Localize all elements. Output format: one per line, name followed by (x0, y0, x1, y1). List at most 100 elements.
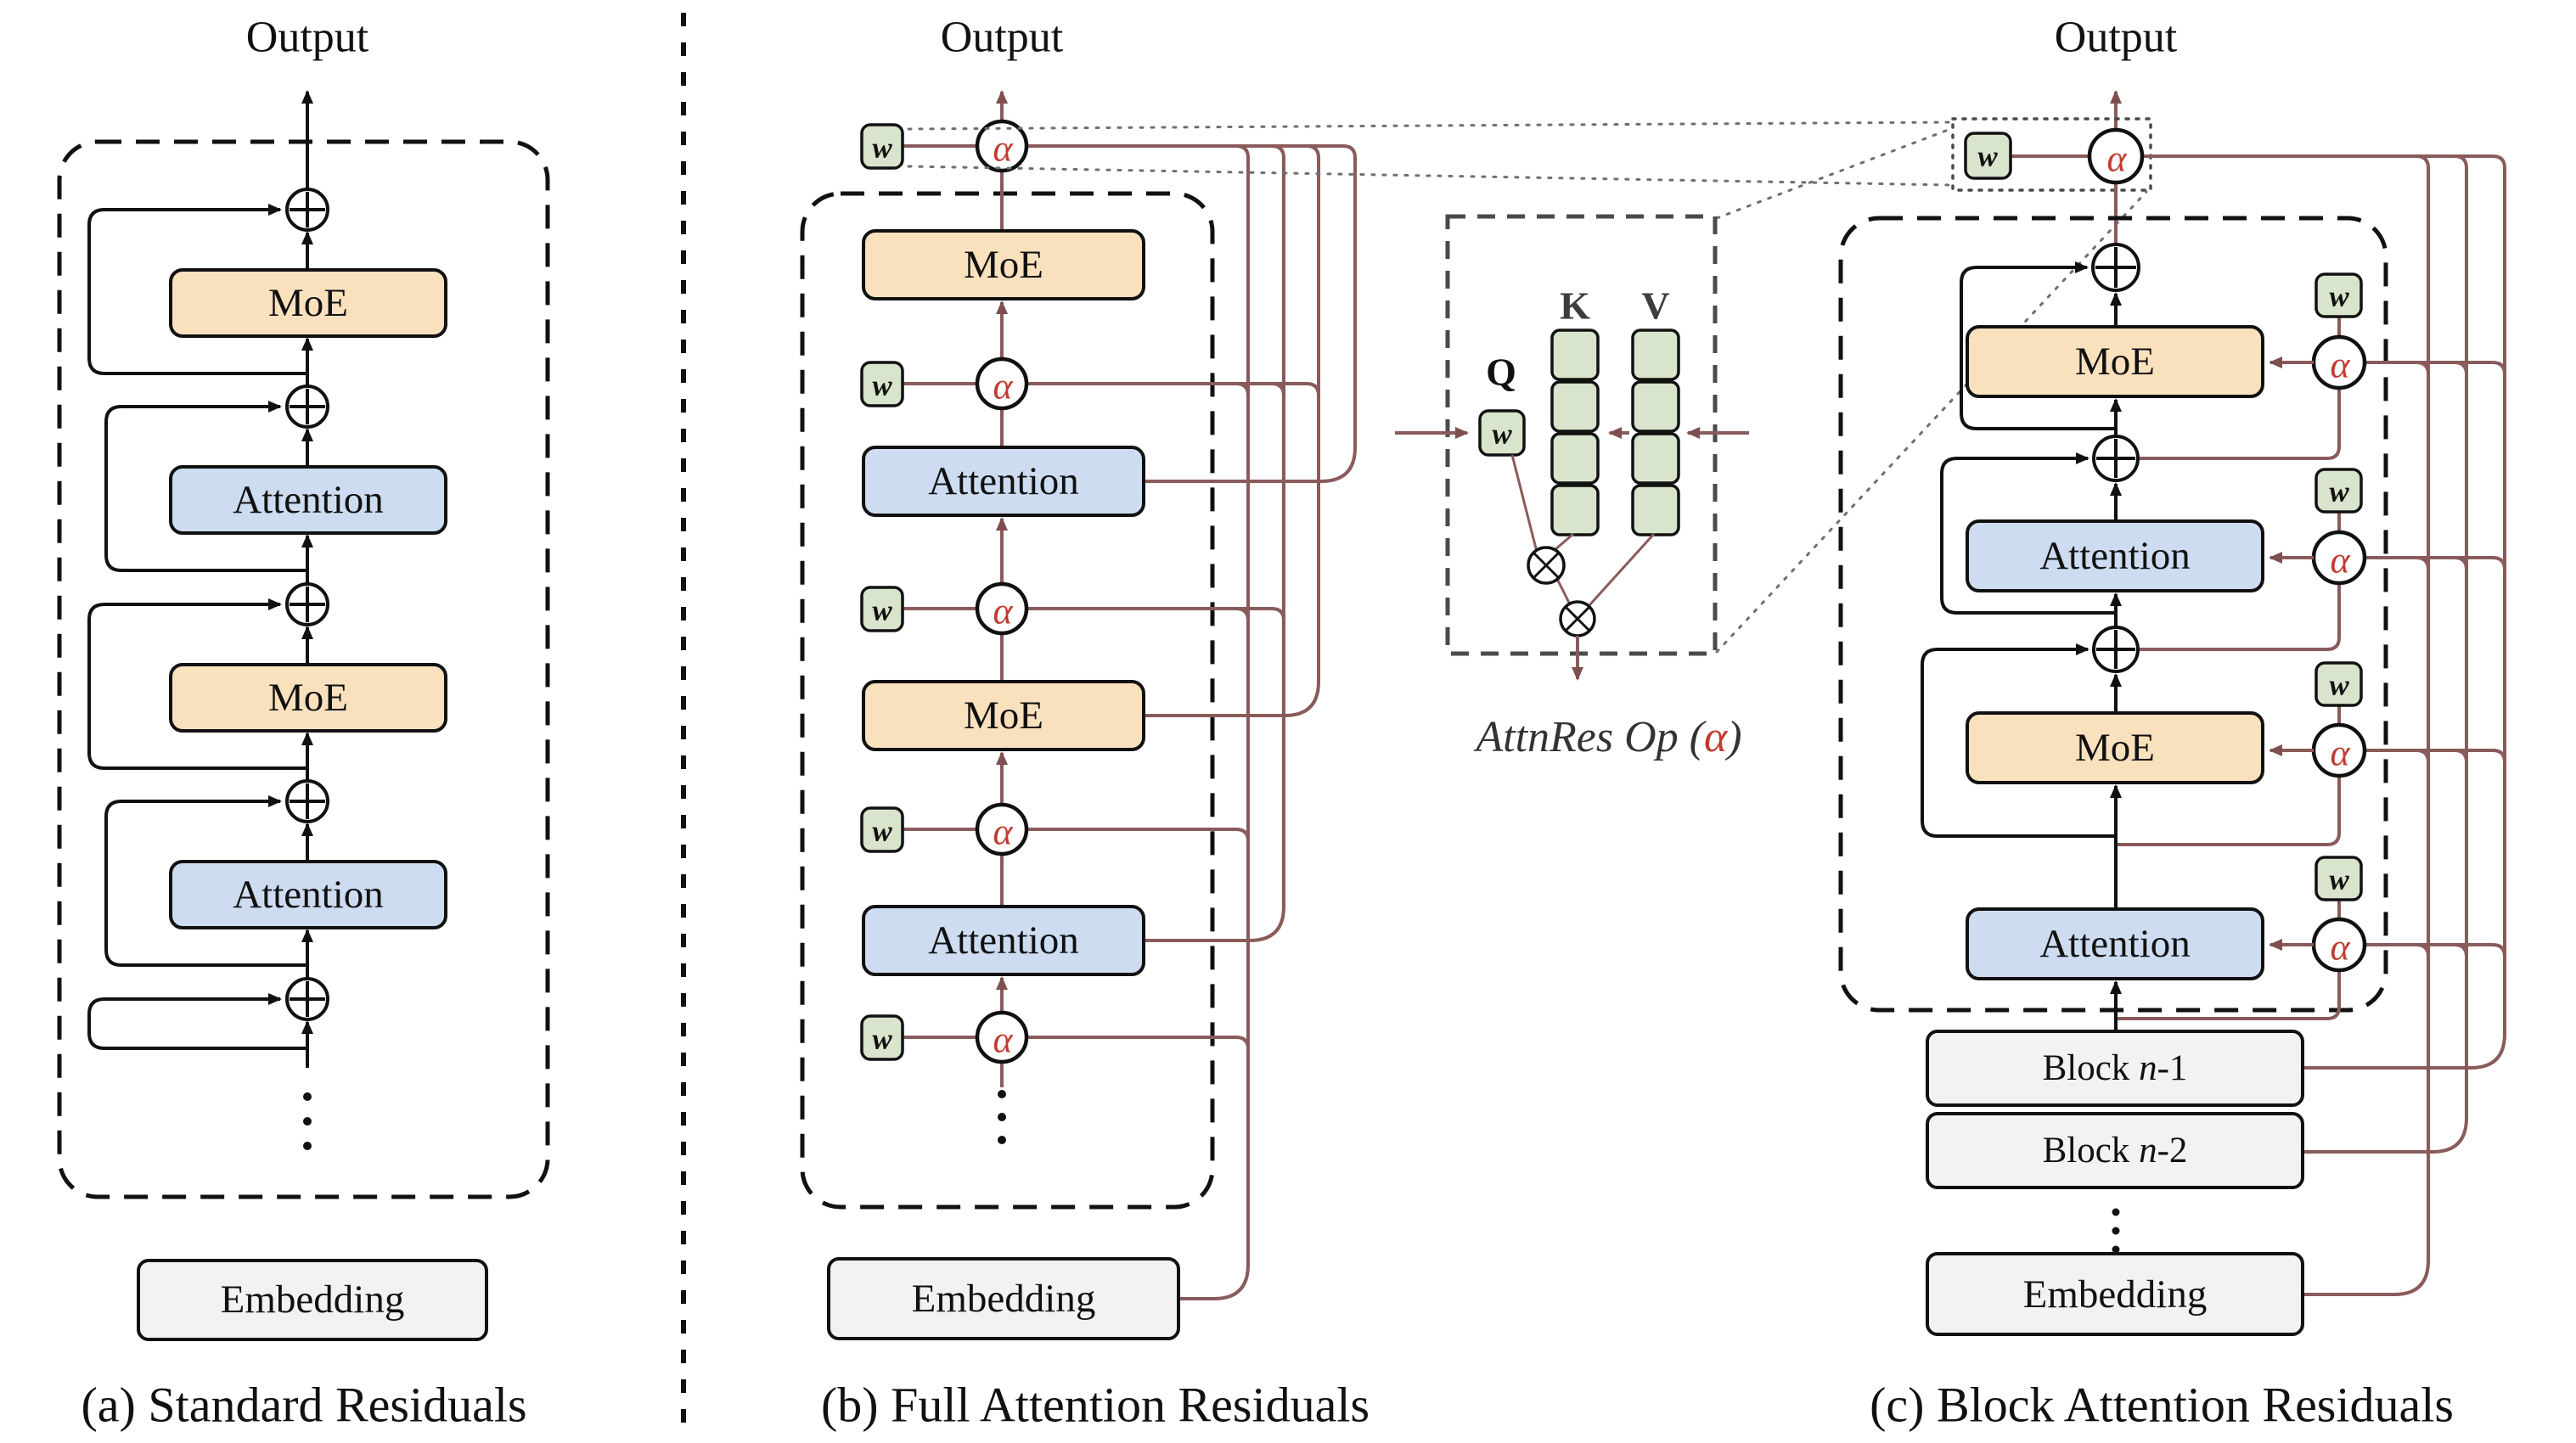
panel-b-caption: (b) Full Attention Residuals (821, 1378, 1370, 1433)
svg-text:w: w (872, 594, 892, 627)
add-node (285, 977, 329, 1021)
svg-text:w: w (872, 815, 892, 848)
w-box (1478, 409, 1526, 457)
panel-c-block-n-2: Block n-2 (1926, 1112, 2304, 1189)
add-node (2091, 243, 2140, 292)
panel-a-attention-block-1: Attention (169, 465, 447, 535)
callout-projection-lines (907, 121, 2148, 654)
svg-text:α: α (2330, 733, 2350, 774)
panel-c-residual-tracks (2142, 154, 2506, 1296)
panel-c-ellipsis (2112, 1208, 2120, 1254)
svg-text:Block n-2: Block n-2 (2043, 1131, 2188, 1171)
alpha-op-node: α (975, 581, 1029, 636)
add-node (2092, 626, 2140, 673)
w-box (860, 806, 904, 853)
q-label: Q (1486, 351, 1516, 394)
matmul-node (1527, 546, 1566, 585)
svg-text:w: w (2329, 280, 2349, 313)
panel-b-attention-block-2: Attention (862, 905, 1145, 976)
panel-b-output-label: Output (941, 14, 1064, 62)
panel-c-caption: (c) Block Attention Residuals (1870, 1378, 2454, 1433)
alpha-op-node: α (2311, 722, 2367, 778)
attnres-op-boundary (1445, 214, 1718, 656)
panel-a: Output MoE (57, 14, 550, 1433)
k-cache-column (1550, 328, 1600, 536)
w-box (860, 123, 904, 170)
add-node (285, 582, 329, 626)
svg-text:w: w (1492, 418, 1512, 451)
alpha-op-node: α (2311, 530, 2367, 586)
alpha-op-node: α (2087, 127, 2145, 185)
panel-c-embedding-block: Embedding (1926, 1252, 2304, 1336)
panel-b: Output (800, 14, 1370, 1433)
svg-text:α: α (993, 1019, 1013, 1061)
svg-text:α: α (2106, 138, 2127, 180)
w-box (2314, 856, 2363, 901)
v-label: V (1641, 284, 1669, 328)
add-node (285, 188, 329, 232)
add-node (2092, 435, 2140, 482)
svg-text:Attention: Attention (233, 873, 384, 917)
panel-a-layer-stack-boundary (57, 139, 550, 1199)
panel-c-w-gates: w w w w (2314, 272, 2363, 921)
panel-c-skip-connections (1921, 261, 2116, 838)
matmul-node (1559, 600, 1596, 637)
panel-a-embedding-block: Embedding (137, 1259, 488, 1341)
svg-text:α: α (993, 591, 1013, 632)
w-box (2314, 468, 2363, 514)
panel-c-moe-block-1: MoE (1966, 325, 2264, 398)
svg-text:MoE: MoE (268, 676, 348, 720)
panel-b-alpha-ops: α α α α α (975, 119, 1029, 1064)
add-node (285, 779, 329, 823)
svg-text:α: α (993, 128, 1013, 170)
svg-text:α: α (993, 811, 1013, 853)
panel-c-block-n-1: Block n-1 (1926, 1030, 2304, 1107)
panel-a-skip-connections (87, 204, 307, 1050)
w-box (1964, 132, 2012, 180)
svg-text:Block n-1: Block n-1 (2043, 1048, 2188, 1088)
alpha-op-node: α (975, 357, 1029, 411)
panel-c-alpha-into-block-arrows (2269, 357, 2314, 951)
panel-b-layer-stack-boundary (800, 191, 1215, 1210)
svg-text:Attention: Attention (928, 459, 1079, 503)
svg-text:w: w (2329, 475, 2349, 508)
svg-text:w: w (1977, 140, 1998, 173)
panel-c-attention-block-1: Attention (1966, 519, 2264, 592)
attnres-op-caption: AttnRes Op (α) (1473, 713, 1741, 761)
panel-c-query-taps (2118, 389, 2341, 1020)
svg-text:Embedding: Embedding (2023, 1272, 2208, 1317)
svg-text:α: α (993, 366, 1013, 407)
svg-text:MoE: MoE (268, 281, 348, 325)
panel-b-attention-block-1: Attention (862, 446, 1145, 517)
svg-text:w: w (872, 369, 892, 402)
panel-a-output-label: Output (246, 14, 369, 62)
svg-text:w: w (2329, 669, 2349, 702)
panel-b-moe-block-1: MoE (862, 229, 1145, 300)
panel-b-residual-tracks (1026, 144, 1357, 1300)
svg-text:α: α (2330, 540, 2350, 581)
add-node (285, 385, 329, 429)
panel-c-output-label: Output (2055, 14, 2178, 62)
inset-compute-lines (1510, 454, 1656, 607)
svg-text:w: w (872, 132, 892, 165)
panel-b-w-gates: w w w w w (860, 123, 976, 1061)
svg-text:MoE: MoE (2075, 726, 2155, 770)
w-box (2314, 661, 2363, 707)
alpha-op-node: α (975, 119, 1029, 173)
panel-c-moe-block-2: MoE (1966, 711, 2264, 784)
w-box (2314, 272, 2363, 318)
alpha-op-node: α (2311, 917, 2367, 973)
panel-a-caption: (a) Standard Residuals (81, 1378, 526, 1433)
k-label: K (1560, 284, 1590, 328)
w-box (860, 361, 904, 407)
svg-text:Embedding: Embedding (912, 1277, 1096, 1321)
svg-text:w: w (872, 1023, 892, 1056)
alpha-op-node: α (975, 802, 1029, 856)
svg-text:α: α (2330, 345, 2350, 386)
svg-text:MoE: MoE (964, 693, 1043, 738)
panel-a-moe-block-2: MoE (169, 663, 447, 733)
panel-a-attention-block-2: Attention (169, 860, 447, 929)
svg-text:MoE: MoE (964, 243, 1043, 287)
panel-b-ellipsis (998, 1090, 1006, 1144)
